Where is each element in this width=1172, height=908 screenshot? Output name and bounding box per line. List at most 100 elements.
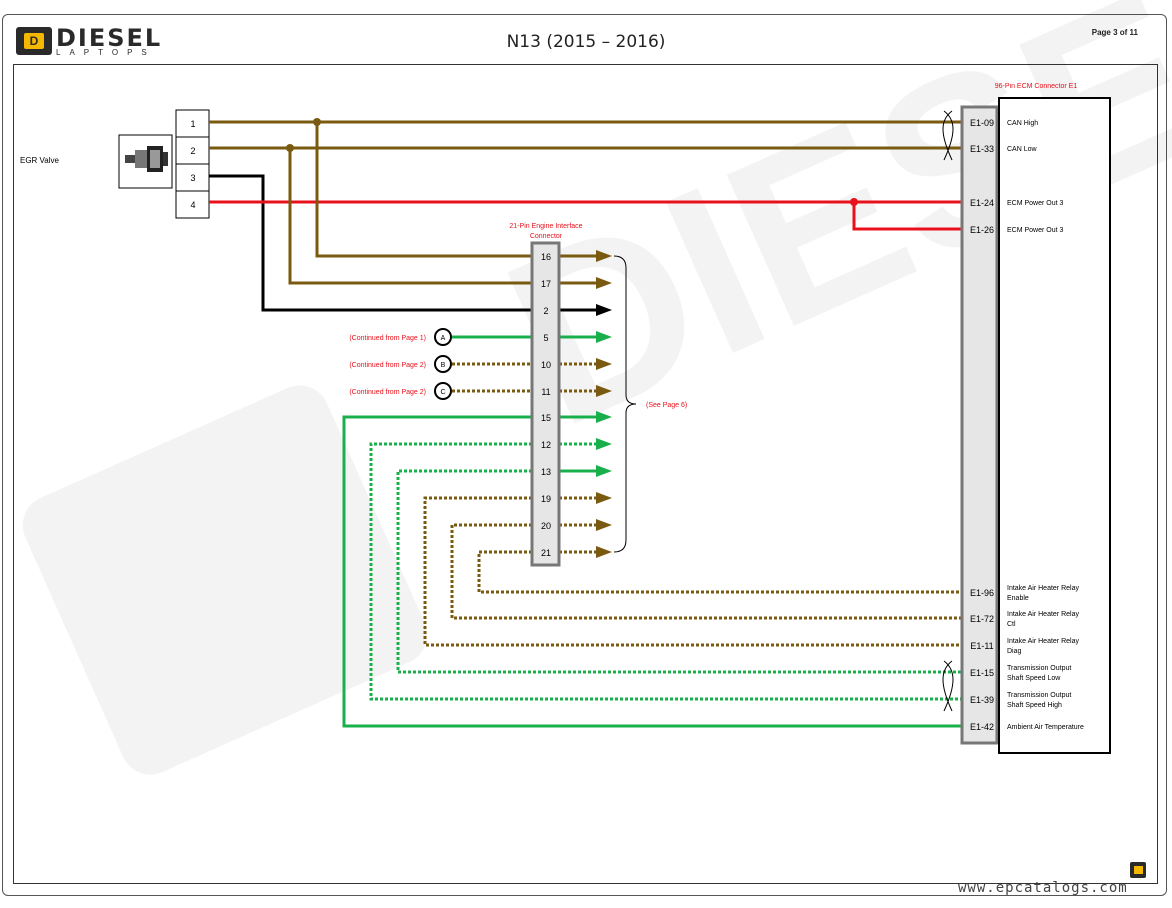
offpage-ref-letter: B [441, 362, 446, 369]
interface-arrow [596, 438, 612, 450]
ecm-pin-label: CAN High [1007, 120, 1038, 127]
ecm-pin-e1-11: E1-11 [970, 641, 993, 651]
ecm-pin-label: ECM Power Out 3 [1007, 227, 1064, 234]
interface-pin-10: 10 [541, 360, 551, 370]
ecm-pin-e1-15: E1-15 [970, 668, 994, 678]
wire-iah-diag [423, 496, 962, 647]
interface-connector-title-2: Connector [530, 233, 563, 240]
interface-connector-body [530, 241, 561, 567]
egr-valve-label: EGR Valve [20, 156, 60, 165]
ecm-pin-e1-24: E1-24 [970, 198, 994, 208]
page-title: N13 (2015 – 2016) [506, 32, 666, 52]
ecm-pin-label: Shaft Speed High [1007, 702, 1062, 709]
page-frame [2, 14, 1167, 896]
splice-dot [313, 118, 321, 126]
splice-dot [286, 144, 294, 152]
interface-connector-title-1: 21-Pin Engine Interface [509, 223, 582, 230]
ecm-pin-label: Ambient Air Temperature [1007, 724, 1084, 731]
offpage-ref-letter: A [441, 335, 446, 342]
laptop-logo-icon: D [16, 27, 52, 55]
ecm-pin-label: Diag [1007, 648, 1022, 655]
interface-arrow [596, 250, 612, 262]
interface-pin-2: 2 [543, 306, 548, 316]
interface-arrow [596, 385, 612, 397]
ecm-pin-e1-96: E1-96 [970, 588, 994, 598]
ecm-pin-e1-72: E1-72 [970, 614, 994, 624]
ecm-connector-title: 96-Pin ECM Connector E1 [995, 83, 1078, 90]
offpage-ref-a[interactable] [434, 328, 452, 346]
wire-ecm-power-out-branch [852, 202, 962, 231]
see-page-label: (See Page 6) [646, 402, 687, 409]
ecm-pin-e1-42: E1-42 [970, 722, 994, 732]
egr-pin-4: 4 [190, 200, 195, 210]
interface-pin-11: 11 [541, 387, 550, 397]
interface-arrow [596, 465, 612, 477]
interface-arrow [596, 358, 612, 370]
ecm-pin-e1-26: E1-26 [970, 225, 994, 235]
ecm-module [998, 97, 1111, 754]
twisted-pair-icon [942, 660, 954, 712]
wire-iah-ctl [450, 523, 962, 620]
wire-tos-high [369, 442, 962, 701]
interface-pin-17: 17 [541, 279, 551, 289]
interface-arrow [596, 492, 612, 504]
ecm-pin-e1-39: E1-39 [970, 695, 994, 705]
ecm-pin-label: Transmission Output [1007, 692, 1071, 699]
ecm-pin-label: Intake Air Heater Relay [1007, 638, 1079, 645]
ecm-pin-label: Transmission Output [1007, 665, 1071, 672]
egr-pin-4-cell [175, 190, 210, 219]
ecm-pin-label: Intake Air Heater Relay [1007, 611, 1079, 618]
ecm-pin-label: CAN Low [1007, 146, 1038, 153]
egr-pin-2: 2 [190, 146, 195, 156]
offpage-label: (Continued from Page 2) [349, 362, 426, 369]
egr-pin-1: 1 [190, 119, 195, 129]
ecm-connector-body [960, 105, 999, 745]
offpage-label: (Continued from Page 2) [349, 389, 426, 396]
ecm-pin-label: Enable [1007, 595, 1029, 602]
twisted-pair-icon [942, 110, 954, 161]
interface-pin-12: 12 [541, 440, 551, 450]
interface-pin-21: 21 [541, 548, 551, 558]
interface-arrow [596, 304, 612, 316]
interface-brace [613, 255, 637, 553]
interface-pin-16: 16 [541, 252, 551, 262]
interface-arrow [596, 546, 612, 558]
egr-valve-icon [125, 146, 168, 172]
page-number: Page 3 of 11 [1091, 28, 1138, 37]
wire-can-high-branch [315, 122, 532, 258]
wire-egr-pin3 [209, 174, 532, 312]
wire-can-low-branch [288, 148, 532, 285]
offpage-label: (Continued from Page 1) [349, 335, 426, 342]
offpage-ref-b[interactable] [434, 355, 452, 373]
interface-pin-20: 20 [541, 521, 551, 531]
interface-pin-15: 15 [541, 413, 551, 423]
ecm-pin-e1-33: E1-33 [970, 144, 994, 154]
diesel-laptops-logo: D DIESEL LAPTOPS [16, 24, 162, 58]
offpage-ref-letter: C [440, 389, 445, 396]
ecm-pin-label: Intake Air Heater Relay [1007, 585, 1079, 592]
wire-ambient-air-temp [342, 415, 962, 728]
interface-pin-5: 5 [543, 333, 548, 343]
interface-pin-13: 13 [541, 467, 551, 477]
egr-pin-3: 3 [190, 173, 195, 183]
footer-url: www.epcatalogs.com [958, 880, 1128, 896]
splice-dot [850, 198, 858, 206]
ecm-pin-label: ECM Power Out 3 [1007, 200, 1064, 207]
offpage-ref-c[interactable] [434, 382, 452, 400]
logo-subword: LAPTOPS [56, 47, 156, 57]
logo-word: DIESEL [56, 23, 163, 52]
interface-pin-19: 19 [541, 494, 551, 504]
interface-arrow [596, 277, 612, 289]
ecm-pin-label: Shaft Speed Low [1007, 675, 1061, 682]
ecm-pin-e1-09: E1-09 [970, 118, 994, 128]
wire-iah-enable [477, 550, 962, 594]
interface-arrow [596, 331, 612, 343]
interface-arrow [596, 411, 612, 423]
diagram-border [13, 64, 1158, 884]
interface-arrow [596, 519, 612, 531]
egr-pin-3-cell [175, 163, 210, 192]
laptop-footer-icon [1130, 862, 1146, 878]
wire-tos-low [396, 469, 962, 674]
ecm-pin-label: Ctl [1007, 621, 1016, 628]
